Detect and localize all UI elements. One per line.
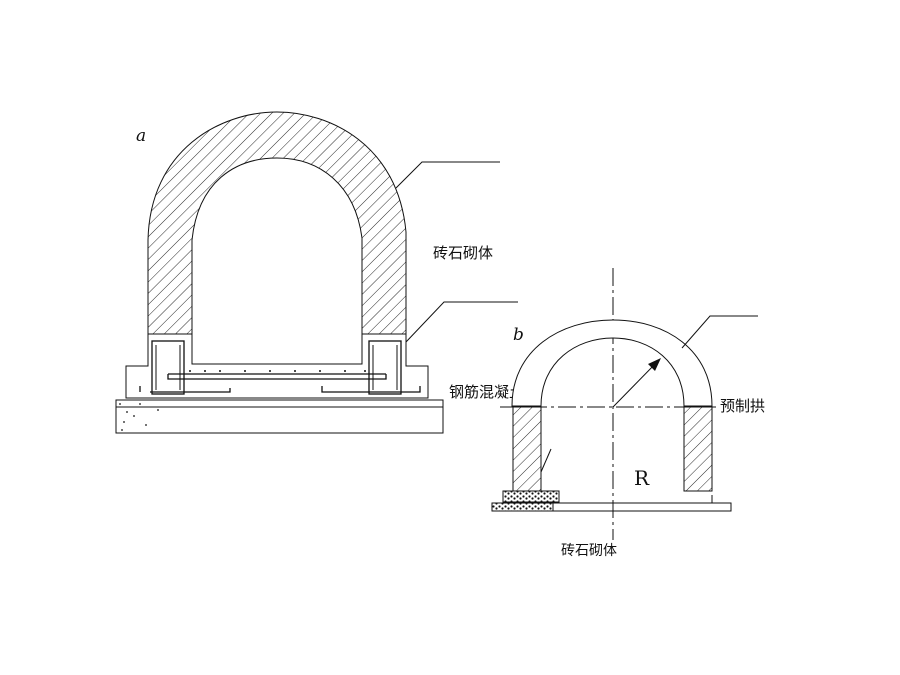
base-slab-b	[553, 502, 732, 512]
concrete-footing-a	[125, 334, 429, 399]
leader-wall-b	[540, 448, 552, 473]
radius-arrowhead-b	[648, 358, 661, 371]
radius-line-b	[612, 360, 659, 408]
figure-b-label: b	[513, 325, 524, 345]
inner-channel-a	[191, 334, 363, 365]
callout-masonry-b: 砖石砌体	[561, 543, 617, 559]
gravel-bedding-b	[491, 502, 554, 512]
bedding-layer-a	[115, 399, 444, 434]
bedding-aggregate-a	[119, 403, 159, 431]
figure-a: a	[115, 111, 524, 434]
callout-arch-b: 预制拱	[720, 397, 765, 415]
gravel-block-b	[502, 490, 560, 503]
leader-concrete-a	[405, 301, 518, 343]
callout-masonry-a: 砖石砌体	[433, 244, 493, 262]
main-rebar-a	[167, 370, 387, 380]
rebar-left-a	[139, 340, 231, 395]
masonry-wall-left-b	[512, 406, 542, 492]
radius-label-b: R	[634, 466, 650, 490]
figure-b: b R 预制拱 砖石砌体	[491, 268, 765, 559]
callout-concrete-a: 钢筋混凝土	[449, 383, 524, 401]
figure-a-label: a	[136, 126, 146, 146]
leader-masonry-a	[395, 161, 500, 189]
rebar-right-a	[321, 340, 421, 395]
precast-arch-b	[511, 319, 713, 407]
masonry-arch-a	[147, 111, 407, 335]
masonry-wall-right-b	[683, 406, 713, 492]
leader-arch-b	[681, 315, 758, 349]
